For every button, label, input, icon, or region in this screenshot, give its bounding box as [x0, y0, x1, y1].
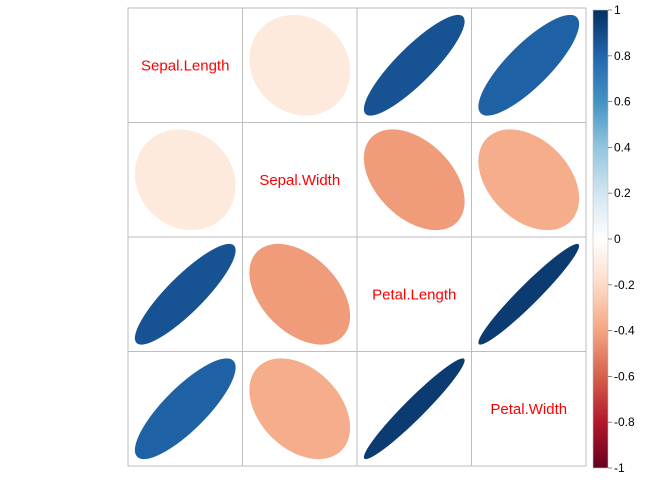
- colorbar-tick-label: -0.6: [614, 369, 635, 383]
- cell-petal-length-petal-length: [356, 236, 472, 352]
- color-legend: 1 0.8 0.6 0.4 0.2 0 -0.2 -0.4 -0.6 -0.8 -1: [592, 3, 635, 475]
- colorbar-tick-label: -0.8: [614, 415, 635, 429]
- corr-ellipse-sepal-width-sepal-length: [134, 129, 236, 231]
- corr-ellipse-petal-length-petal-width: [478, 243, 580, 345]
- corr-ellipse-petal-length-sepal-length: [134, 243, 236, 345]
- correlation-matrix: Sepal.LengthSepal.WidthPetal.LengthPetal…: [127, 7, 587, 467]
- cell-sepal-length-sepal-length: [127, 7, 243, 123]
- corr-ellipse-petal-width-petal-length: [363, 358, 465, 460]
- colorbar-tick-label: 0: [614, 232, 621, 246]
- variable-label: Sepal.Length: [141, 57, 229, 74]
- corr-ellipse-sepal-width-petal-length: [363, 129, 465, 231]
- colorbar-tick-label: -0.2: [614, 278, 635, 292]
- corr-ellipse-petal-width-sepal-length: [134, 358, 236, 460]
- colorbar-gradient: [593, 10, 608, 468]
- colorbar-tick-label: 1: [614, 3, 621, 17]
- corr-ellipse-petal-width-sepal-width: [249, 358, 351, 460]
- variable-label: Petal.Width: [490, 401, 567, 418]
- cell-petal-width-petal-width: [471, 351, 587, 467]
- variable-label: Petal.Length: [372, 286, 456, 303]
- colorbar-tick-label: 0.2: [614, 186, 631, 200]
- variable-label: Sepal.Width: [259, 172, 340, 189]
- corr-ellipse-sepal-width-petal-width: [478, 129, 580, 231]
- corr-ellipse-petal-length-sepal-width: [249, 243, 351, 345]
- corr-ellipse-sepal-length-sepal-width: [249, 14, 351, 116]
- colorbar-tick-label: 0.6: [614, 95, 631, 109]
- corr-ellipse-sepal-length-petal-length: [363, 14, 465, 116]
- colorbar-tick-label: 0.8: [614, 49, 631, 63]
- colorbar-tick-label: -0.4: [614, 324, 635, 338]
- colorbar-tick-label: 0.4: [614, 140, 631, 154]
- colorbar-tick-label: -1: [614, 461, 625, 475]
- corr-ellipse-sepal-length-petal-width: [478, 14, 580, 116]
